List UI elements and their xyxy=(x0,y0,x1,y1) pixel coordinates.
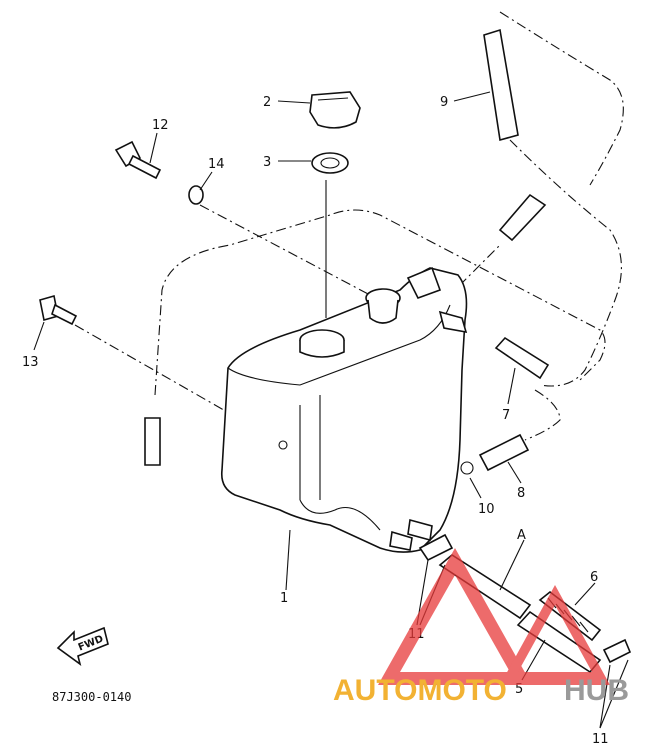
tube-8 xyxy=(478,433,530,472)
outlet-fitting-2 xyxy=(389,530,413,551)
watermark-logo xyxy=(378,548,610,685)
tank-contour xyxy=(299,395,381,531)
outlet-fitting-1 xyxy=(407,518,433,542)
drawing-code: 87J300-0140 xyxy=(52,690,131,704)
cap-ridge xyxy=(317,97,349,101)
leader-9 xyxy=(453,91,491,102)
tube-7 xyxy=(494,336,550,380)
part-label-5: 5 xyxy=(515,682,523,697)
side-fitting xyxy=(438,310,468,334)
leader-14 xyxy=(33,321,45,351)
clamp-11-a xyxy=(418,533,454,562)
tube-upper xyxy=(498,193,547,242)
watermark-text-secondary: HUB xyxy=(564,674,629,707)
leader-4 xyxy=(499,539,525,591)
leader-11-b xyxy=(599,664,611,729)
tank-bracket xyxy=(406,266,442,299)
gasket xyxy=(311,152,349,174)
assembly-outline xyxy=(154,209,606,396)
centerline-13 xyxy=(199,204,371,296)
part-label-2: 2 xyxy=(263,95,271,110)
tank-hole xyxy=(278,440,288,450)
oil-tank xyxy=(220,267,468,553)
gasket-inner xyxy=(320,157,340,169)
part-label-9: 9 xyxy=(440,95,448,110)
top-fitting-body xyxy=(367,299,399,324)
leader-1 xyxy=(285,529,291,591)
hose-route-right xyxy=(509,139,622,387)
part-label-a: A xyxy=(517,528,526,543)
centerline-tube xyxy=(444,244,501,301)
part-label-12: 12 xyxy=(152,118,169,133)
part-label-3: 3 xyxy=(263,155,271,170)
watermark-text-primary: AUTOMOTO xyxy=(333,674,507,707)
bolt-12-shank xyxy=(127,154,162,180)
clamp-11-b xyxy=(602,638,632,664)
leader-13 xyxy=(199,171,213,191)
part-label-10: 10 xyxy=(478,502,495,517)
leader-11-b2 xyxy=(599,659,629,729)
tube-left xyxy=(144,417,161,466)
leader-2 xyxy=(277,100,311,104)
tank-cap xyxy=(309,91,361,129)
fwd-arrow-icon: FWD xyxy=(56,626,109,666)
grommet-10 xyxy=(460,461,474,475)
part-label-13: 14 xyxy=(208,157,225,172)
leader-8 xyxy=(507,461,522,484)
washer-13 xyxy=(188,185,204,205)
part-label-7: 7 xyxy=(502,408,510,423)
part-label-8: 8 xyxy=(517,486,525,501)
part-label-1: 1 xyxy=(280,591,288,606)
hose-9 xyxy=(483,28,519,142)
leader-10 xyxy=(469,477,482,499)
part-label-6: 6 xyxy=(590,570,598,585)
watermark-triangle-left xyxy=(378,548,532,685)
leader-12 xyxy=(149,132,158,164)
bolt-14-shank xyxy=(51,303,78,326)
leader-7 xyxy=(507,367,516,405)
watermark-triangle-right xyxy=(500,585,610,685)
hose-route-mid xyxy=(524,389,561,441)
leader-6 xyxy=(574,582,596,606)
filler-neck-body xyxy=(299,340,345,358)
part-label-11-b: 11 xyxy=(592,732,609,747)
hose-route-upper xyxy=(499,11,624,186)
part-label-14: 13 xyxy=(22,355,39,370)
